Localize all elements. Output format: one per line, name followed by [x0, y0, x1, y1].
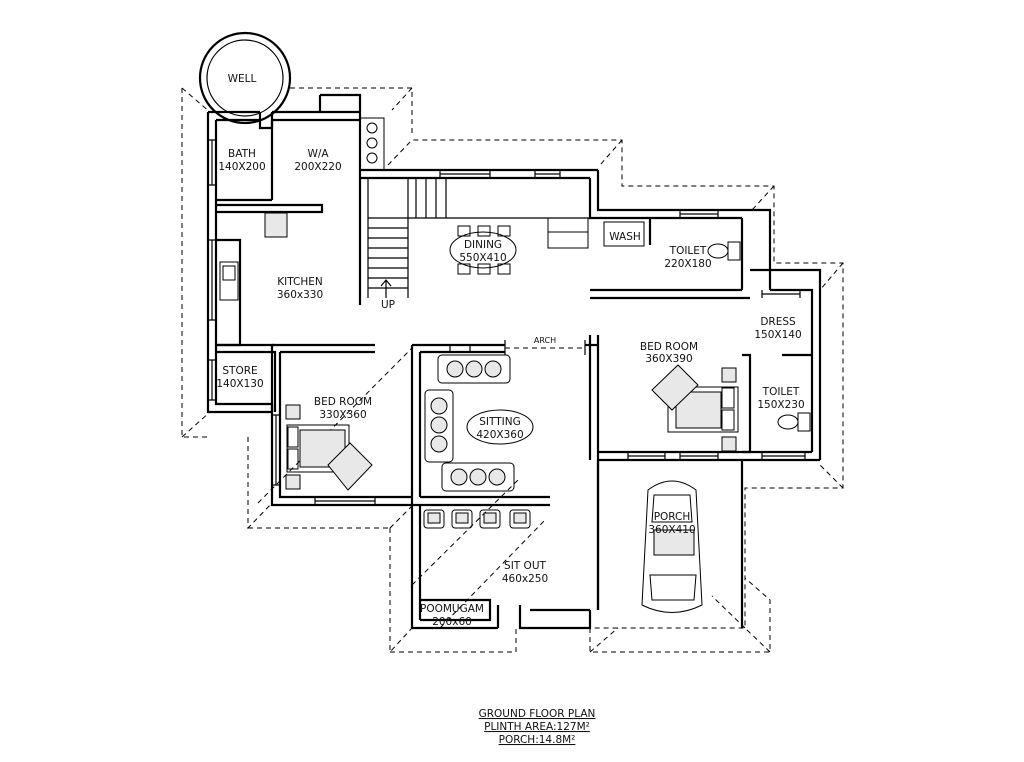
footer-porch-area: PORCH:14.8M² — [499, 734, 576, 746]
chair-icon — [479, 509, 501, 529]
bath-size: 140X200 — [218, 161, 265, 173]
wa-name: W/A — [307, 148, 329, 160]
car-icon — [641, 480, 703, 613]
toilet1-size: 220X180 — [664, 258, 711, 270]
poomugam-name: POOMUGAM — [420, 603, 484, 615]
hob-icon — [264, 212, 288, 238]
porch-name: PORCH — [654, 511, 691, 523]
sitout-name: SIT OUT — [504, 560, 546, 572]
wa-size: 200X220 — [294, 161, 341, 173]
well — [198, 31, 292, 125]
roof-outline — [181, 87, 844, 654]
chair-icon — [509, 509, 531, 529]
footer-plinth-area: PLINTH AREA:127M² — [484, 721, 590, 733]
arch-label: ARCH — [534, 336, 556, 345]
bedroom-left-name: BED ROOM — [314, 396, 372, 408]
dining-name: DINING — [464, 239, 502, 251]
toilet-icon — [777, 412, 811, 432]
sitting-label-ellipse — [466, 409, 534, 445]
furniture — [219, 212, 811, 613]
well-label: WELL — [228, 73, 257, 85]
store-size: 140X130 — [216, 378, 263, 390]
walls — [206, 93, 822, 630]
kitchen-size: 360x330 — [277, 289, 323, 301]
sofa-icon — [437, 354, 511, 384]
chair-icon — [423, 509, 445, 529]
toilet2-name: TOILET — [762, 386, 800, 398]
plan-footer: GROUND FLOOR PLAN PLINTH AREA:127M² PORC… — [479, 708, 596, 746]
bedroom-right-size: 360X390 — [645, 353, 692, 365]
room-labels: WELL BATH 140X200 W/A 200X220 KITCHEN 36… — [216, 73, 804, 628]
toilet2-size: 150X230 — [757, 399, 804, 411]
sitting-name: SITTING — [479, 416, 521, 428]
bath-name: BATH — [228, 148, 256, 160]
stairs — [368, 178, 447, 298]
bed-icon — [651, 364, 739, 452]
sofa-icon — [424, 389, 454, 463]
bedroom-left-size: 330X360 — [319, 409, 366, 421]
dress-size: 150X140 — [754, 329, 801, 341]
porch-size: 360X410 — [648, 524, 695, 536]
footer-title: GROUND FLOOR PLAN — [479, 708, 596, 720]
bed-icon — [285, 404, 373, 491]
dress-name: DRESS — [760, 316, 796, 328]
store-name: STORE — [222, 365, 257, 377]
toilet1-name: TOILET — [669, 245, 707, 257]
chair-icon — [451, 509, 473, 529]
sitting-size: 420X360 — [476, 429, 523, 441]
sink-icon — [219, 261, 239, 301]
sitout-size: 460x250 — [502, 573, 548, 585]
wash-name: WASH — [609, 231, 641, 243]
dining-size: 550X410 — [459, 252, 506, 264]
sofa-icon — [441, 462, 515, 492]
poomugam-size: 200x60 — [432, 616, 472, 628]
toilet-icon — [707, 241, 741, 261]
bedroom-right-name: BED ROOM — [640, 341, 698, 353]
kitchen-name: KITCHEN — [277, 276, 323, 288]
stairs-up-label: UP — [381, 299, 395, 311]
